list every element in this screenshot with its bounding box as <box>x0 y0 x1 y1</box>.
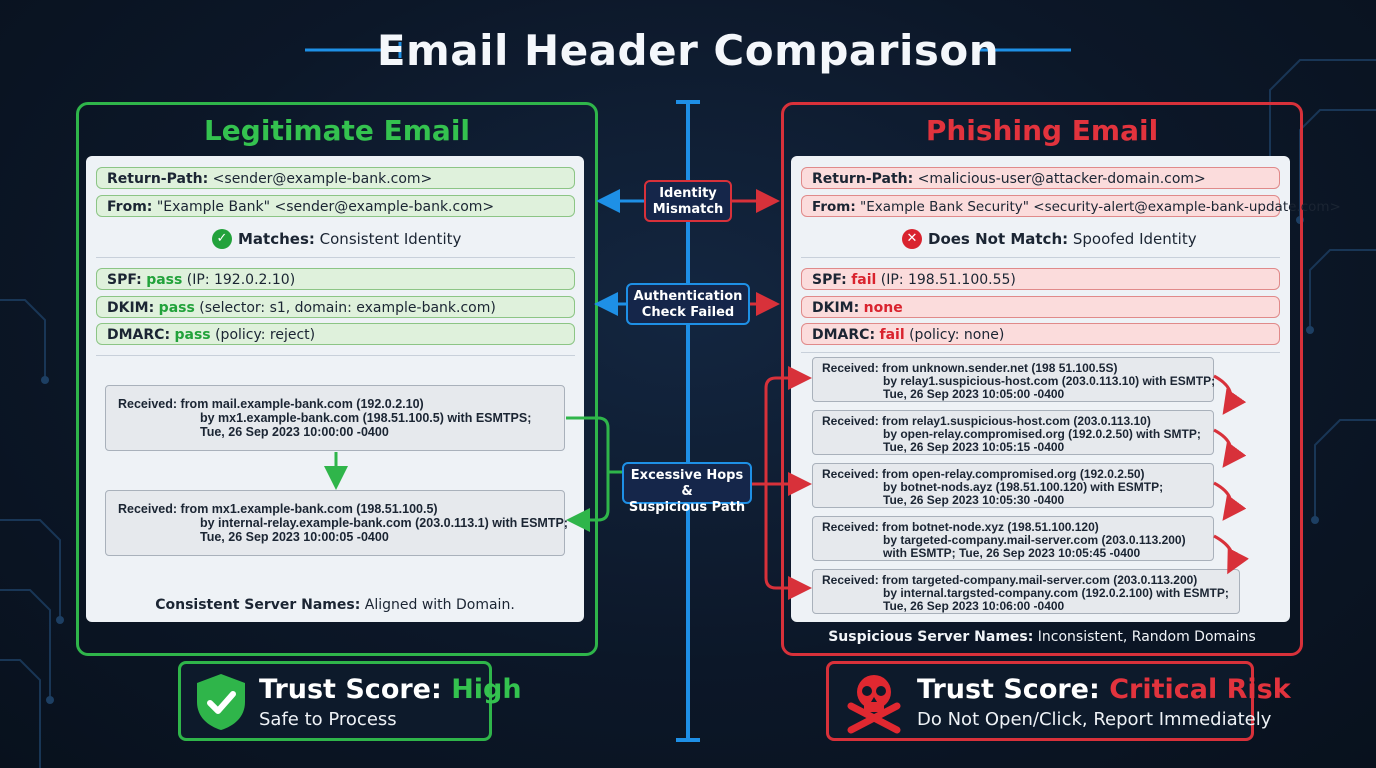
phish-hop-4: Received: from botnet-node.xyz (198.51.1… <box>812 516 1214 561</box>
page-title: Email Header Comparison <box>376 26 1000 75</box>
phish-trust-sub: Do Not Open/Click, Report Immediately <box>917 709 1272 730</box>
legit-panel <box>76 102 598 656</box>
phish-match: Does Not Match: Spoofed Identity <box>928 230 1197 248</box>
phish-from: From: "Example Bank Security" <security-… <box>801 195 1341 217</box>
legit-trust-score: Trust Score: High <box>259 674 522 705</box>
phish-server-names: Suspicious Server Names: Inconsistent, R… <box>828 629 1256 645</box>
legit-hop-2: Received: from mx1.example-bank.com (198… <box>105 490 568 556</box>
legit-from: From: "Example Bank" <sender@example-ban… <box>96 195 575 217</box>
phish-hop-5: Received: from targeted-company.mail-ser… <box>812 569 1240 614</box>
legit-dkim: DKIM: pass (selector: s1, domain: exampl… <box>96 296 575 318</box>
phish-spf: SPF: fail (IP: 198.51.100.55) <box>801 268 1280 290</box>
legit-spf: SPF: pass (IP: 192.0.2.10) <box>96 268 575 290</box>
legit-match: Matches: Consistent Identity <box>238 230 462 248</box>
shield-check-icon <box>197 674 245 730</box>
x-icon: ✕ <box>902 229 922 249</box>
legit-return-path: Return-Path: <sender@example-bank.com> <box>96 167 575 189</box>
phish-hop-1: Received: from unknown.sender.net (198 5… <box>812 357 1215 402</box>
phish-panel-title: Phishing Email <box>925 114 1159 147</box>
phish-trust-score: Trust Score: Critical Risk <box>917 674 1291 705</box>
check-icon: ✓ <box>212 229 232 249</box>
phish-trust-box: Trust Score: Critical Risk Do Not Open/C… <box>826 661 1291 741</box>
legit-server-names: Consistent Server Names: Aligned with Do… <box>155 597 515 613</box>
phish-dkim: DKIM: none <box>801 296 1280 318</box>
legit-trust-box: Trust Score: High Safe to Process <box>178 661 522 741</box>
phish-hop-2: Received: from relay1.suspicious-host.co… <box>812 410 1214 455</box>
phish-hop-3: Received: from open-relay.compromised.or… <box>812 463 1214 508</box>
legit-panel-title: Legitimate Email <box>203 114 471 147</box>
legit-dmarc: DMARC: pass (policy: reject) <box>96 323 575 345</box>
legit-trust-sub: Safe to Process <box>259 709 397 730</box>
excessive-hops-badge: Excessive Hops &Suspicious Path <box>622 462 752 515</box>
skull-crossbones-icon <box>847 675 901 734</box>
phish-dmarc: DMARC: fail (policy: none) <box>801 323 1280 345</box>
phish-return-path: Return-Path: <malicious-user@attacker-do… <box>801 167 1280 189</box>
legit-hop-1: Received: from mail.example-bank.com (19… <box>105 385 565 451</box>
